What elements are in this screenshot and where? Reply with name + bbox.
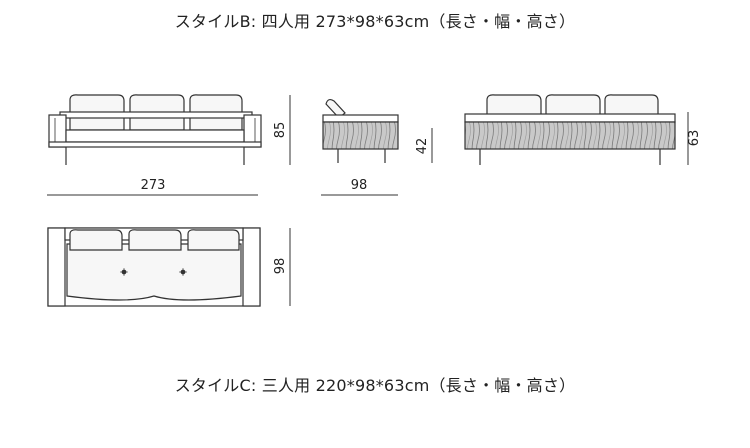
side-view [322,98,399,163]
front-seat [65,129,245,143]
caption-style-b: スタイルB: 四人用 273*98*63cm（長さ・幅・高さ） [174,12,576,31]
front-view [48,94,262,165]
front-width-label: 273 [141,178,166,193]
side-seat-height-label: 42 [415,138,430,155]
back-cushion-left [486,94,542,117]
front-back-frame [59,111,253,119]
side-wood-body [322,121,399,150]
side-back-cushion [325,98,346,119]
front-base [48,141,262,148]
caption-style-c: スタイルC: 三人用 220*98*63cm（長さ・幅・高さ） [174,376,576,395]
top-cushion-right [187,229,240,251]
top-view [47,227,261,307]
top-arm-left [47,227,66,307]
back-cushion-right [604,94,659,117]
top-depth-label: 98 [273,258,288,275]
back-view [464,94,676,165]
top-arm-right [242,227,261,307]
top-seat-cushion [66,243,242,301]
back-cushion-middle [545,94,601,117]
side-seat-top [322,114,399,123]
top-cushion-left [69,229,123,251]
top-cushion-middle [128,229,182,251]
back-wood-panel [464,121,676,150]
back-top-rail [464,113,676,123]
back-height-label: 63 [687,130,702,147]
side-depth-label: 98 [351,178,368,193]
front-height-label: 85 [273,122,288,139]
